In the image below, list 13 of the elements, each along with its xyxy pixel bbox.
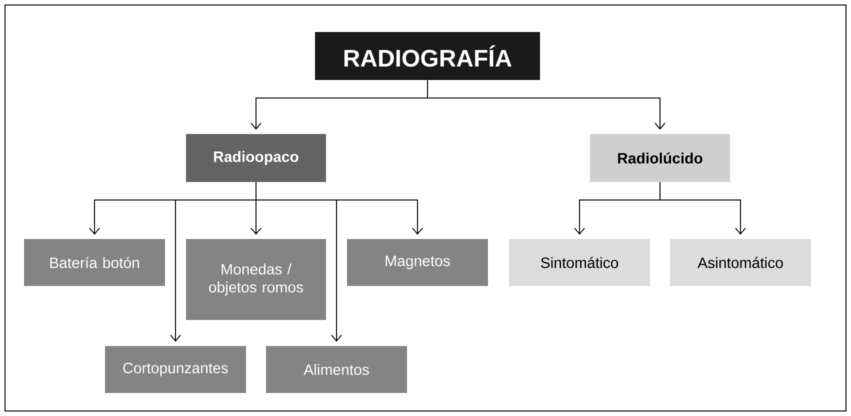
item-box: Monedas / objetos romos xyxy=(186,239,326,320)
arrow xyxy=(427,80,666,130)
title-box: RADIOGRAFÍA xyxy=(315,32,540,80)
category-box: Radiolúcido xyxy=(590,134,730,182)
item-box: Asintomático xyxy=(670,239,811,286)
item-box: Alimentos xyxy=(266,346,407,393)
category-box: Radioopaco xyxy=(186,134,326,182)
item-box: Magnetos xyxy=(347,239,488,286)
item-box: Batería botón xyxy=(24,239,165,286)
arrow xyxy=(660,182,746,235)
arrow xyxy=(256,182,423,235)
item-box: Sintomático xyxy=(509,239,650,286)
item-box: Cortopunzantes xyxy=(105,346,246,393)
